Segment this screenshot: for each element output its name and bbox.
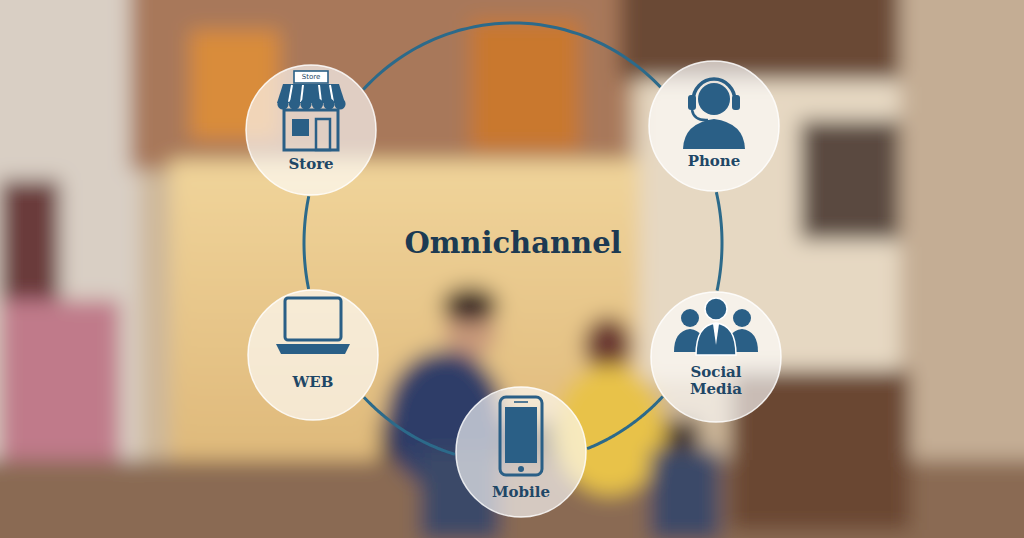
ring-arc (304, 196, 309, 289)
ring-arc (587, 396, 663, 448)
circle-outline (245, 64, 377, 196)
channel-label: Mobile (492, 484, 550, 501)
label-wrap: Phone (648, 152, 780, 170)
circle-fill (456, 387, 586, 517)
channel-circle: WEB (247, 289, 379, 421)
laptop-icon (276, 298, 350, 354)
mobile-phone-icon (500, 397, 542, 475)
circle-fill (246, 65, 376, 195)
label-wrap: Mobile (455, 483, 587, 501)
social-people-icon (674, 298, 758, 355)
label-wrap: Store (245, 155, 377, 173)
label-wrap: WEB (247, 373, 379, 391)
diagram-title: Omnichannel (404, 226, 621, 260)
circle-outline (247, 289, 379, 421)
channel-label: Social Media (674, 364, 758, 398)
channel-label: Phone (688, 153, 741, 170)
ring-arc (716, 192, 722, 290)
circle-fill (248, 290, 378, 420)
channel-label: Store (288, 156, 333, 173)
ring-arc (363, 23, 660, 89)
phone-headset-icon (683, 79, 745, 149)
channel-label: WEB (293, 374, 334, 391)
ring-arc (364, 397, 455, 454)
store-icon (277, 71, 346, 150)
channel-circle: Store (245, 64, 377, 196)
circle-fill (649, 61, 779, 191)
circle-fill (651, 292, 781, 422)
store-sign-text: Store (302, 73, 321, 81)
label-wrap: Social Media (650, 364, 782, 398)
